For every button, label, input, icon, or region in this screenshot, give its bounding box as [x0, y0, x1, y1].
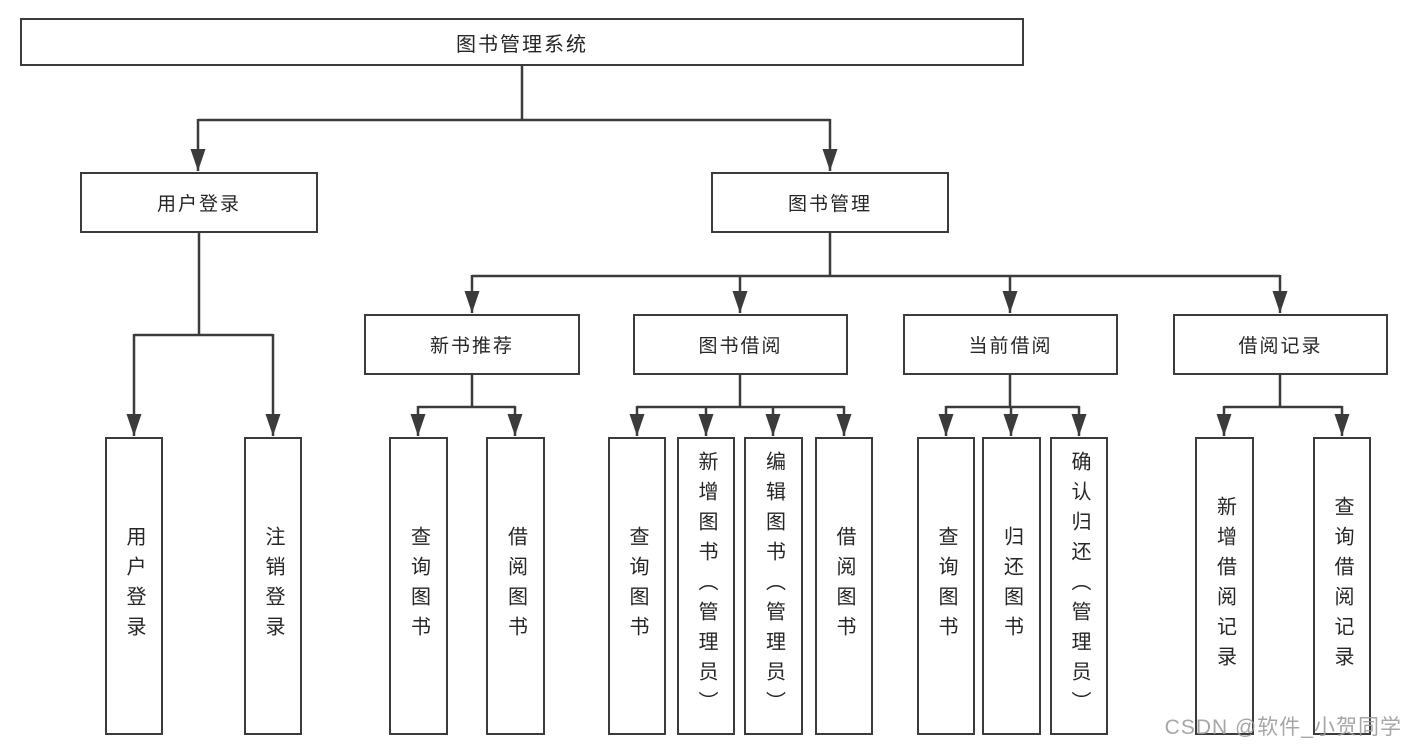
- connector-lines: [126, 66, 1350, 436]
- leaf-user-login: 用户登录: [105, 437, 163, 735]
- leaf-bb-query-books-label: 查询图书: [626, 526, 648, 646]
- leaf-cb-query-books-label: 查询图书: [935, 526, 957, 646]
- leaf-cb-return-books: 归还图书: [982, 437, 1041, 735]
- node-root-label: 图书管理系统: [456, 33, 588, 56]
- leaf-br-query-record: 查询借阅记录: [1313, 437, 1371, 735]
- csdn-watermark: CSDN @软件_小贺同学: [1164, 716, 1402, 739]
- leaf-br-add-record: 新增借阅记录: [1195, 437, 1254, 735]
- node-book-management-label: 图书管理: [787, 194, 872, 215]
- leaf-nb-query-books-label: 查询图书: [407, 526, 430, 646]
- leaf-cb-confirm-return: 确认归还（管理员）: [1050, 437, 1108, 735]
- node-book-borrowing-label: 图书借阅: [698, 336, 783, 357]
- node-current-borrowing-label: 当前借阅: [968, 336, 1053, 357]
- leaf-bb-borrow-books: 借阅图书: [815, 437, 873, 735]
- leaf-bb-borrow-books-label: 借阅图书: [833, 526, 855, 646]
- leaf-nb-query-books: 查询图书: [389, 437, 448, 735]
- leaf-nb-borrow-books-label: 借阅图书: [504, 526, 527, 646]
- leaf-cb-return-books-label: 归还图书: [1000, 526, 1023, 646]
- leaf-user-login-label: 用户登录: [123, 526, 145, 646]
- node-user-login-label: 用户登录: [156, 194, 241, 215]
- leaf-bb-edit-books: 编辑图书（管理员）: [744, 437, 803, 735]
- leaf-cb-confirm-return-label: 确认归还（管理员）: [1068, 451, 1090, 721]
- node-book-borrowing: 图书借阅: [633, 314, 848, 375]
- node-new-book-recommend-label: 新书推荐: [429, 336, 514, 357]
- node-current-borrowing: 当前借阅: [903, 314, 1118, 375]
- leaf-bb-add-books: 新增图书（管理员）: [677, 437, 735, 735]
- node-borrowing-records: 借阅记录: [1173, 314, 1388, 375]
- node-user-login: 用户登录: [80, 172, 318, 233]
- leaf-logout-label: 注销登录: [262, 526, 284, 646]
- node-new-book-recommend: 新书推荐: [364, 314, 580, 375]
- leaf-bb-add-books-label: 新增图书（管理员）: [695, 451, 717, 721]
- leaf-br-add-record-label: 新增借阅记录: [1213, 496, 1236, 676]
- node-borrowing-records-label: 借阅记录: [1238, 336, 1323, 357]
- leaf-br-query-record-label: 查询借阅记录: [1331, 496, 1353, 676]
- leaf-nb-borrow-books: 借阅图书: [486, 437, 545, 735]
- leaf-bb-query-books: 查询图书: [608, 437, 666, 735]
- leaf-cb-query-books: 查询图书: [917, 437, 975, 735]
- leaf-bb-edit-books-label: 编辑图书（管理员）: [762, 451, 785, 721]
- node-root: 图书管理系统: [20, 18, 1024, 66]
- leaf-logout: 注销登录: [244, 437, 302, 735]
- node-book-management: 图书管理: [711, 172, 949, 233]
